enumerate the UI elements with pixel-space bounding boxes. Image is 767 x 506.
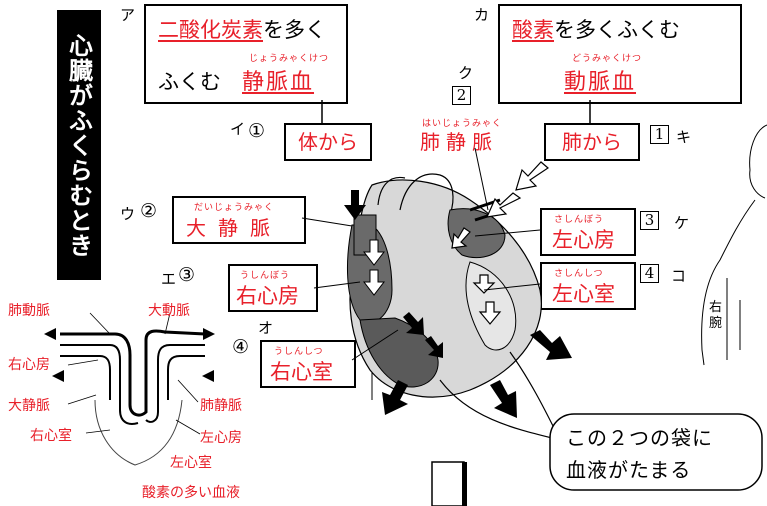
left-ventricle-label: 左心室 — [552, 282, 615, 306]
schematic-vena-cava: 大静脈 — [8, 398, 50, 414]
label-u: ウ — [120, 205, 136, 223]
vena-cava-ruby: だいじょうみゃく — [194, 203, 275, 213]
arterial-blood-text: を多くふくむ — [554, 18, 680, 42]
right-arm-label: 右腕 — [709, 300, 723, 331]
label-a: ア — [120, 6, 136, 24]
body-silhouette — [701, 124, 767, 366]
title-banner: 心臓がふくらむとき — [57, 10, 101, 280]
venous-blood-box: 二酸化炭素を多く ふくむ じょうみゃくけつ 静脈血 — [144, 4, 348, 104]
label-ka: カ — [474, 6, 490, 24]
label-i: イ — [230, 120, 246, 138]
arterial-blood-ruby: どうみゃくけつ — [572, 54, 643, 64]
label-ki: キ — [676, 128, 692, 146]
schematic-caption: 酸素の多い血液 — [142, 485, 240, 501]
number-3: ③ — [178, 264, 196, 286]
label-o: オ — [258, 319, 274, 337]
arterial-blood-box: 酸素を多くふくむ どうみゃくけつ 動脈血 — [498, 4, 742, 104]
left-atrium-label: 左心房 — [552, 228, 615, 252]
boxed-number-1: 1 — [650, 125, 669, 144]
right-ventricle-ruby: うしんしつ — [274, 347, 324, 357]
pulmonary-vein-label: 肺静脈 — [420, 130, 498, 154]
arterial-arrows — [451, 161, 549, 325]
schematic-arrowheads — [44, 328, 215, 382]
schematic-right-ventricle: 右心室 — [30, 428, 72, 444]
right-atrium-box: うしんぼう 右心房 — [228, 264, 318, 312]
vena-cava-box: だいじょうみゃく 大静脈 — [172, 196, 306, 244]
schematic-left-ventricle: 左心室 — [170, 455, 212, 471]
venous-blood-ruby: じょうみゃくけつ — [249, 54, 330, 64]
arterial-blood-term: 動脈血 — [564, 70, 637, 95]
from-lungs-box: 肺から — [544, 123, 640, 161]
arterial-blood-red-text: 酸素 — [512, 18, 554, 42]
callout-bubble — [549, 413, 763, 491]
callout-line-2: 血液がたまる — [566, 458, 692, 482]
right-ventricle-label: 右心室 — [270, 360, 333, 384]
callout-pointer-1 — [439, 379, 561, 441]
label-e: エ — [161, 270, 177, 288]
right-atrium-label: 右心房 — [236, 284, 299, 308]
venous-blood-text-2: ふくむ — [158, 70, 221, 94]
label-ko: コ — [671, 267, 687, 285]
bottom-box — [431, 461, 465, 506]
schematic-pulmonary-artery: 肺動脈 — [8, 303, 50, 319]
number-1: ① — [248, 120, 266, 142]
schematic-aorta: 大動脈 — [148, 303, 190, 319]
venous-arrows — [344, 190, 572, 418]
venous-blood-term: 静脈血 — [242, 70, 315, 95]
schematic-leaders — [67, 312, 201, 435]
left-ventricle-ruby: さしんしつ — [554, 269, 604, 279]
schematic-heart — [60, 329, 206, 466]
callout-line-1: この２つの袋に — [566, 426, 713, 450]
venous-blood-red-text: 二酸化炭素 — [158, 18, 263, 42]
left-atrium-box: さしんぼう 左心房 — [540, 208, 636, 256]
schematic-left-atrium: 左心房 — [200, 430, 242, 446]
schematic-pulmonary-vein: 肺静脈 — [200, 398, 242, 414]
pulmonary-vein-ruby: はいじょうみゃく — [422, 119, 503, 129]
boxed-number-4: 4 — [640, 264, 659, 283]
label-ke: ケ — [674, 214, 690, 232]
left-atrium-ruby: さしんぼう — [554, 215, 605, 225]
right-atrium-ruby: うしんぼう — [240, 271, 291, 281]
leader-lines — [301, 147, 541, 361]
boxed-number-3: 3 — [640, 211, 659, 230]
number-2: ② — [140, 200, 158, 222]
boxed-number-2: 2 — [452, 86, 471, 105]
number-4: ④ — [232, 336, 250, 358]
label-ku: ク — [458, 64, 474, 82]
venous-blood-text: を多く — [263, 18, 326, 42]
callout-pointer-2 — [509, 351, 556, 431]
right-ventricle-box: うしんしつ 右心室 — [260, 340, 356, 388]
vena-cava-label: 大静脈 — [186, 216, 282, 240]
left-ventricle-box: さしんしつ 左心室 — [540, 262, 636, 310]
from-body-box: 体から — [284, 123, 372, 161]
schematic-right-atrium: 右心房 — [8, 357, 50, 373]
